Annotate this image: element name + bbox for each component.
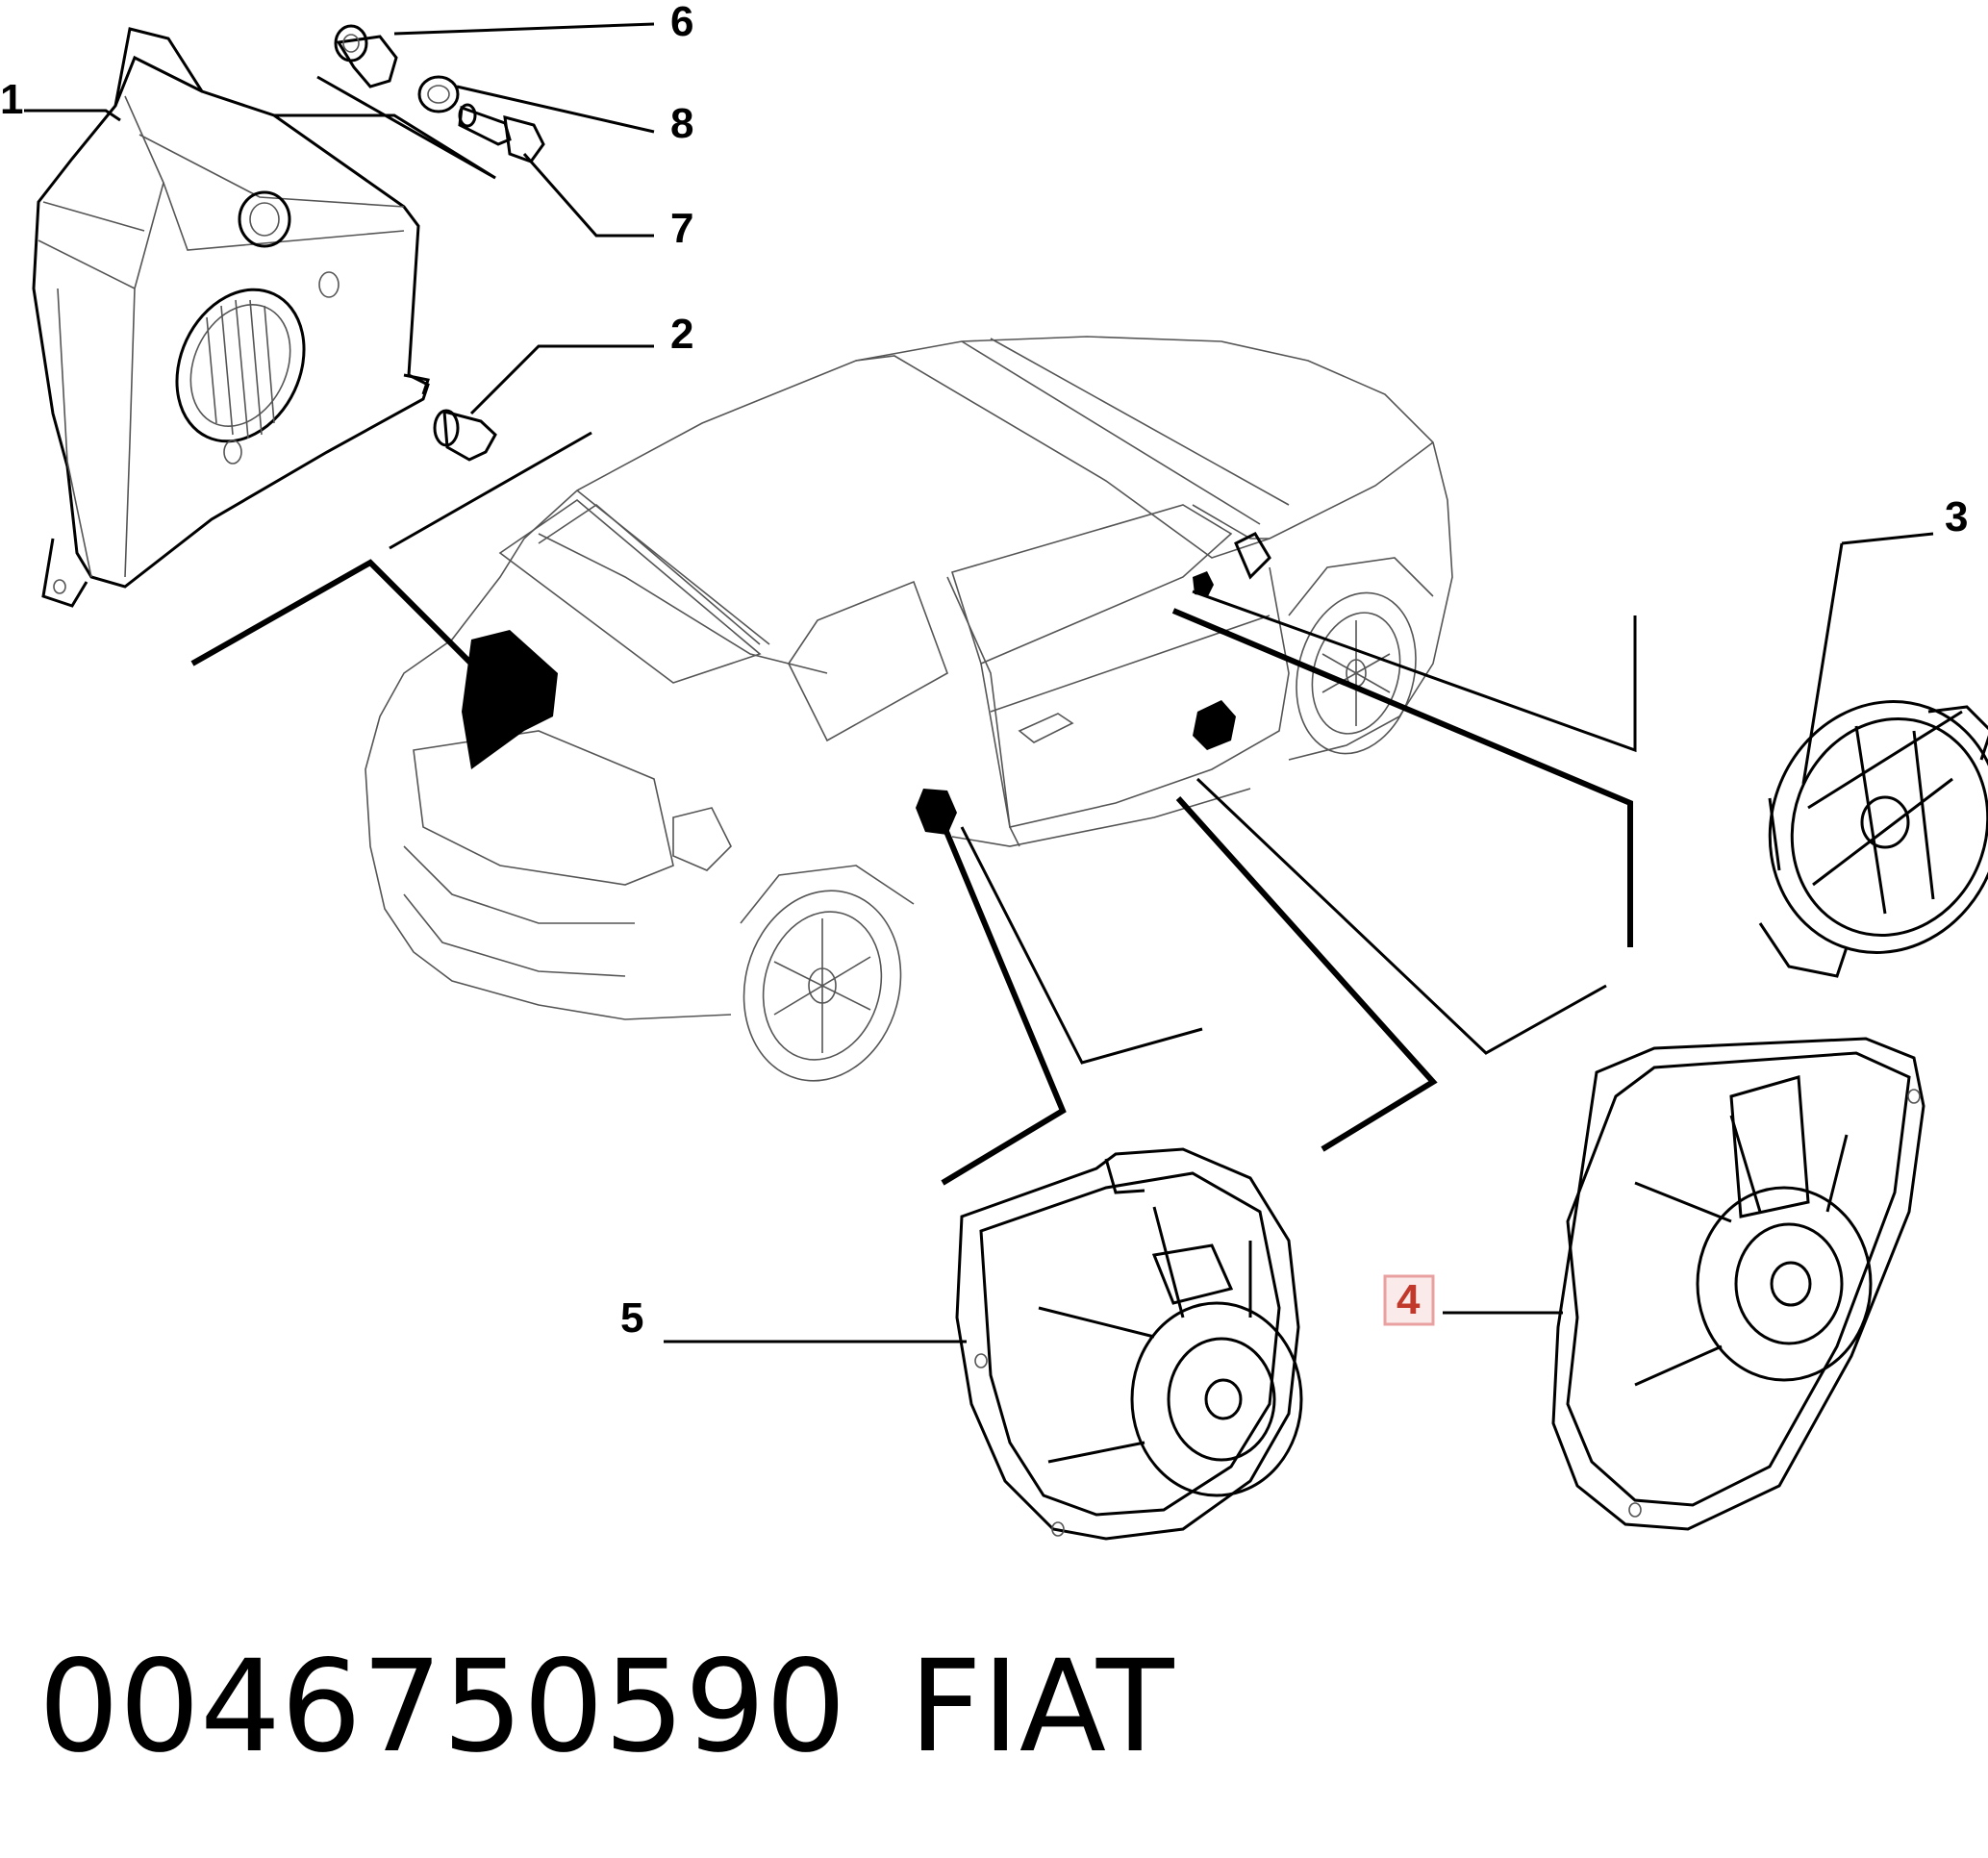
part-5-front-speaker (955, 1147, 1303, 1541)
part-4-door-speaker (1551, 1037, 1925, 1531)
marker-rear-speaker (462, 630, 558, 769)
callout-1[interactable]: 1 (0, 76, 23, 123)
part-7-screw (458, 103, 545, 163)
car-outline (365, 336, 1453, 1082)
callouts: 1 6 8 7 2 3 5 4 (0, 0, 1968, 1342)
brand-name: FIAT (909, 1633, 1175, 1781)
pointer-lines (190, 75, 1637, 1186)
callout-4-highlight-box (1383, 1274, 1435, 1326)
marker-tweeter (1193, 571, 1214, 596)
callout-2[interactable]: 2 (670, 311, 693, 358)
callout-5[interactable]: 5 (620, 1294, 643, 1342)
marker-door-speaker (1193, 700, 1236, 750)
part-1-speaker-enclosure (32, 27, 430, 608)
footer: 0046750590 FIAT (38, 1633, 1175, 1781)
part-number: 0046750590 (38, 1633, 846, 1781)
marker-front-speaker (916, 789, 957, 835)
callout-7[interactable]: 7 (670, 205, 693, 252)
part-3-tweeter (1758, 700, 1988, 978)
part-6-clip (334, 24, 398, 88)
callout-leaders (24, 22, 1934, 1343)
part-2-plug (433, 409, 497, 462)
part-8-washer (417, 75, 460, 113)
callout-8[interactable]: 8 (670, 100, 693, 147)
callout-4[interactable]: 4 (1397, 1276, 1421, 1323)
callout-3[interactable]: 3 (1945, 493, 1968, 540)
callout-6[interactable]: 6 (670, 0, 693, 45)
